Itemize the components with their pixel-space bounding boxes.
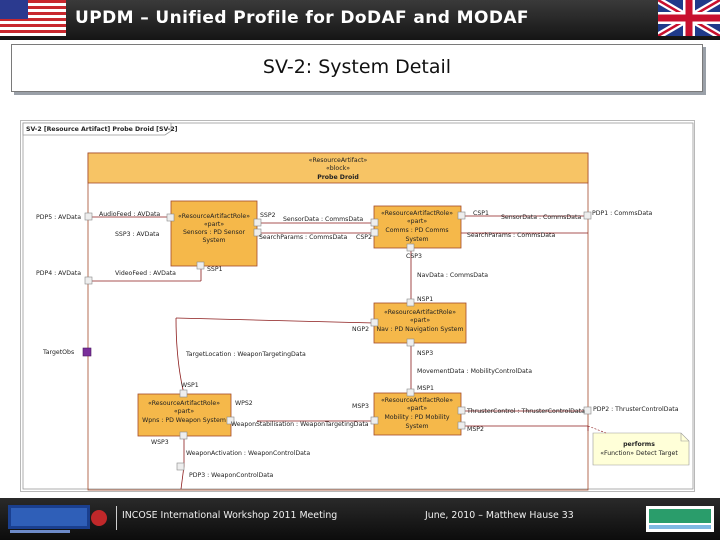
- svg-text:WeaponStabilisation : WeaponTa: WeaponStabilisation : WeaponTargetingDat…: [231, 421, 369, 428]
- svg-text:CSP1: CSP1: [473, 210, 489, 217]
- svg-text:«ResourceArtifactRole»: «ResourceArtifactRole»: [384, 309, 456, 316]
- target-obs-label: TargetObs: [42, 349, 74, 356]
- svg-text:«part»: «part»: [204, 221, 224, 228]
- footer-event: INCOSE International Workshop 2011 Meeti…: [122, 510, 338, 521]
- svg-text:VideoFeed : AVData: VideoFeed : AVData: [115, 270, 176, 277]
- svg-text:CSP3: CSP3: [406, 253, 422, 260]
- svg-text:Comms : PD Comms: Comms : PD Comms: [385, 227, 448, 234]
- svg-text:WeaponActivation : WeaponContr: WeaponActivation : WeaponControlData: [186, 450, 310, 457]
- svg-text:PDP1 : CommsData: PDP1 : CommsData: [592, 210, 653, 217]
- svg-text:AudioFeed : AVData: AudioFeed : AVData: [99, 211, 160, 218]
- sv2-diagram: SV-2 [Resource Artifact] Probe Droid [SV…: [20, 120, 695, 492]
- svg-text:«part»: «part»: [407, 405, 427, 412]
- connectors: [87, 215, 589, 490]
- svg-text:SearchParams : CommsData: SearchParams : CommsData: [467, 232, 555, 239]
- frame-label: SV-2 [Resource Artifact] Probe Droid [SV…: [26, 126, 178, 133]
- svg-text:WSP1: WSP1: [181, 382, 199, 389]
- svg-text:SensorData : CommsData: SensorData : CommsData: [501, 214, 581, 221]
- svg-text:SensorData : CommsData: SensorData : CommsData: [283, 216, 363, 223]
- part-weapon: «ResourceArtifactRole» «part» Wpns : PD …: [137, 393, 232, 437]
- omg-logo-icon: [646, 506, 714, 532]
- svg-text:NSP3: NSP3: [417, 350, 433, 357]
- svg-text:MovementData : MobilityControl: MovementData : MobilityControlData: [417, 368, 532, 375]
- svg-text:TargetLocation : WeaponTargeti: TargetLocation : WeaponTargetingData: [185, 351, 306, 358]
- svg-text:Nav : PD Navigation System: Nav : PD Navigation System: [377, 326, 464, 333]
- svg-text:«ResourceArtifactRole»: «ResourceArtifactRole»: [148, 400, 220, 407]
- svg-text:PDP5 : AVData: PDP5 : AVData: [36, 214, 81, 221]
- svg-text:Sensors : PD Sensor: Sensors : PD Sensor: [183, 229, 246, 236]
- svg-text:MSP1: MSP1: [417, 385, 434, 392]
- target-obs-port: [82, 347, 92, 357]
- part-sensors: «ResourceArtifactRole» «part» Sensors : …: [170, 200, 258, 267]
- performs-note: performs «Function» Detect Target: [587, 425, 690, 466]
- svg-text:«ResourceArtifactRole»: «ResourceArtifactRole»: [178, 213, 250, 220]
- svg-text:MSP2: MSP2: [467, 426, 484, 433]
- svg-text:«ResourceArtifactRole»: «ResourceArtifactRole»: [381, 210, 453, 217]
- svg-text:«ResourceArtifactRole»: «ResourceArtifactRole»: [381, 397, 453, 404]
- svg-text:performs: performs: [623, 441, 655, 448]
- svg-text:SSP1: SSP1: [207, 266, 223, 273]
- part-mobility: «ResourceArtifactRole» «part» Mobility :…: [373, 392, 462, 436]
- svg-text:System: System: [202, 237, 225, 244]
- svg-text:WPS2: WPS2: [235, 400, 253, 407]
- svg-text:NGP2: NGP2: [352, 326, 369, 333]
- footer-separator: [116, 506, 117, 530]
- slide-title: SV-2: System Detail: [262, 56, 452, 78]
- block-keyword: «block»: [326, 165, 350, 172]
- svg-text:SSP3 : AVData: SSP3 : AVData: [115, 231, 160, 238]
- slide-title-box: SV-2: System Detail: [11, 44, 703, 92]
- svg-text:CSP2: CSP2: [356, 234, 372, 241]
- svg-text:«Function» Detect Target: «Function» Detect Target: [600, 450, 678, 457]
- header-title: UPDM – Unified Profile for DoDAF and MOD…: [75, 8, 529, 28]
- header-bar: UPDM – Unified Profile for DoDAF and MOD…: [0, 0, 720, 40]
- part-navigation: «ResourceArtifactRole» «part» Nav : PD N…: [373, 302, 467, 344]
- svg-text:SSP2: SSP2: [260, 212, 276, 219]
- svg-text:Wpns : PD Weapon System: Wpns : PD Weapon System: [142, 417, 226, 424]
- frame-label-tab: [22, 122, 172, 136]
- svg-text:SearchParams : CommsData: SearchParams : CommsData: [259, 234, 347, 241]
- svg-text:«part»: «part»: [174, 408, 194, 415]
- uk-flag-icon: [658, 0, 720, 36]
- us-flag-icon: [0, 0, 66, 36]
- svg-text:NavData : CommsData: NavData : CommsData: [417, 272, 488, 279]
- svg-text:«part»: «part»: [410, 317, 430, 324]
- svg-text:System: System: [405, 236, 428, 243]
- svg-text:MSP3: MSP3: [352, 403, 369, 410]
- svg-text:«part»: «part»: [407, 218, 427, 225]
- diagram-canvas: SV-2 [Resource Artifact] Probe Droid [SV…: [22, 122, 694, 491]
- svg-text:ThrusterControl : ThrusterCont: ThrusterControl : ThrusterControlData: [466, 408, 585, 415]
- ports: [84, 211, 592, 471]
- block-header: [87, 152, 589, 184]
- diagram-frame: [22, 122, 694, 490]
- svg-text:PDP2 : ThrusterControlData: PDP2 : ThrusterControlData: [593, 406, 679, 413]
- footer-date-author-page: June, 2010 – Matthew Hause 33: [425, 510, 574, 521]
- updm-logo-icon: [8, 505, 107, 533]
- svg-text:System: System: [405, 423, 428, 430]
- part-comms: «ResourceArtifactRole» «part» Comms : PD…: [373, 205, 462, 249]
- svg-text:NSP1: NSP1: [417, 296, 433, 303]
- block-stereotype: «ResourceArtifact»: [309, 157, 368, 164]
- svg-text:PDP3 : WeaponControlData: PDP3 : WeaponControlData: [189, 472, 274, 479]
- block-name: Probe Droid: [317, 174, 359, 181]
- footer-bar: INCOSE International Workshop 2011 Meeti…: [0, 498, 720, 540]
- svg-text:PDP4 : AVData: PDP4 : AVData: [36, 270, 81, 277]
- svg-text:WSP3: WSP3: [151, 439, 169, 446]
- svg-text:Mobility : PD Mobility: Mobility : PD Mobility: [384, 414, 449, 421]
